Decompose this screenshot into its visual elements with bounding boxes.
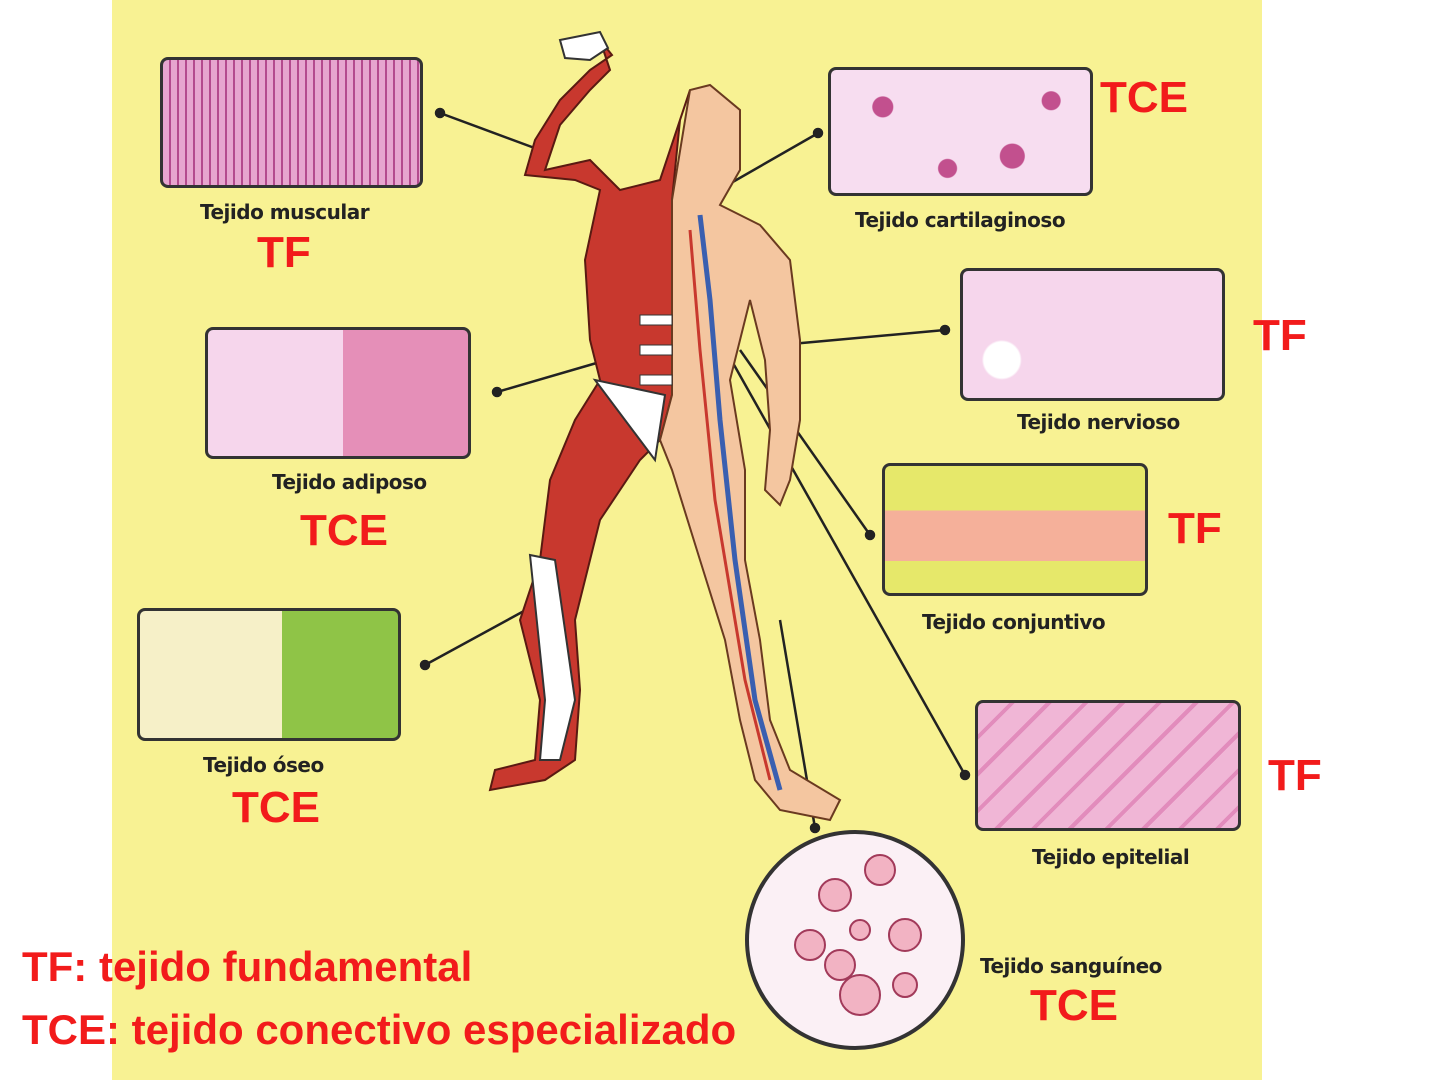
caption-cartilage: Tejido cartilaginoso <box>855 208 1066 232</box>
caption-bone: Tejido óseo <box>203 753 324 777</box>
blood-tissue-illustration <box>745 830 965 1050</box>
tag-bone: TCE <box>232 783 320 832</box>
caption-blood: Tejido sanguíneo <box>980 954 1162 978</box>
caption-nervous: Tejido nervioso <box>1017 410 1180 434</box>
tag-epithelial: TF <box>1268 751 1322 800</box>
human-figure <box>488 30 842 822</box>
adipose-tissue-image <box>205 327 471 459</box>
tag-connective: TF <box>1168 504 1222 553</box>
caption-adipose: Tejido adiposo <box>272 470 427 494</box>
connector-lines <box>419 107 971 834</box>
tag-nervous: TF <box>1253 311 1307 360</box>
tag-adipose: TCE <box>300 506 388 555</box>
connective-tissue-image <box>882 463 1148 596</box>
muscular-tissue-image <box>160 57 423 188</box>
caption-muscular: Tejido muscular <box>200 200 370 224</box>
epithelial-tissue-image <box>975 700 1241 831</box>
caption-epithelial: Tejido epitelial <box>1032 845 1190 869</box>
cartilage-tissue-image <box>828 67 1093 196</box>
tag-blood: TCE <box>1030 981 1118 1030</box>
tag-muscular: TF <box>257 228 311 277</box>
legend-tf: TF: tejido fundamental <box>22 943 473 990</box>
legend-tce: TCE: tejido conectivo especializado <box>22 1006 737 1053</box>
tag-cartilage: TCE <box>1100 73 1188 122</box>
nervous-tissue-image <box>960 268 1225 401</box>
bone-tissue-image <box>137 608 401 741</box>
caption-connective: Tejido conjuntivo <box>922 610 1106 634</box>
